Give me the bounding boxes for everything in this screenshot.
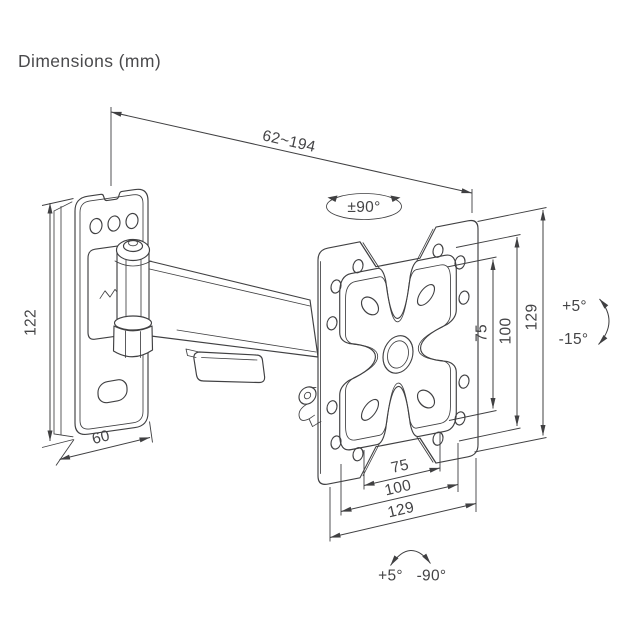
hinge-washer	[114, 260, 152, 267]
vesa-corner-holes	[326, 243, 470, 462]
vesa-outline	[317, 219, 479, 485]
dim-label-wall-height: 122	[23, 309, 40, 336]
dim-label-vesa-v-100: 100	[498, 318, 515, 345]
x-plate-outer	[340, 253, 457, 452]
center-hole-outer	[382, 335, 414, 374]
wall-plate-side-edge	[53, 201, 74, 438]
dim-vesa-vertical-129: 129	[474, 207, 547, 453]
dim-vesa-vertical-100: 100	[455, 234, 521, 442]
dim-label-wall-width: 60	[90, 427, 111, 448]
dim-label-vesa-h-75: 75	[389, 456, 410, 477]
dim-swivel: ±90°	[326, 193, 402, 220]
arm-bottom-bevel	[176, 329, 317, 353]
dim-vesa-horizontal-75: 75	[363, 432, 441, 490]
wall-plate-cover	[79, 194, 144, 430]
hex-nut-facets	[125, 330, 141, 358]
latch-drawing	[298, 386, 322, 428]
x-plate-inner	[346, 263, 451, 442]
dim-label-vesa-v-75: 75	[474, 324, 491, 342]
wall-plate-slot	[97, 379, 128, 404]
hinge-dome-tip	[128, 239, 138, 247]
dim-arm-length: 62~194	[110, 107, 473, 213]
cable-clip	[193, 351, 266, 384]
swivel-arrow-right	[390, 195, 401, 202]
hex-nut	[112, 325, 154, 358]
dim-vesa-horizontal-129: 129	[329, 458, 477, 542]
arm-drawing	[134, 258, 319, 384]
dim-label-tilt-up: +5°	[562, 298, 587, 315]
dim-label-tilt-down: -15°	[559, 331, 589, 348]
nut-washer	[113, 315, 153, 331]
dim-rotation: +5° -90°	[378, 550, 447, 585]
page-title: Dimensions (mm)	[18, 51, 161, 71]
dim-wall-width: 60	[55, 421, 153, 466]
dim-label-vesa-h-129: 129	[386, 499, 416, 522]
swivel-arrow-left	[327, 195, 338, 202]
wall-screw-hole	[107, 215, 121, 232]
cable-clip-inner	[201, 357, 258, 361]
dim-wall-height: 122	[23, 198, 74, 448]
dim-tilt: +5° -15°	[559, 298, 610, 348]
cable-clip-tab	[185, 348, 200, 358]
dim-label-rotation-down: -90°	[417, 568, 447, 585]
center-hole-inner	[387, 340, 409, 369]
vesa-x-plate	[340, 253, 457, 452]
dim-label-swivel: ±90°	[347, 199, 380, 216]
wall-screw-hole	[125, 212, 139, 230]
vesa-plate-drawing	[298, 219, 479, 485]
wall-screw-hole	[89, 217, 103, 235]
dim-vesa-vertical-75: 75	[446, 256, 497, 421]
arm-body	[134, 258, 319, 358]
hinge-drawing	[112, 238, 154, 358]
dim-label-rotation-up: +5°	[378, 568, 403, 585]
dim-label-vesa-v-129: 129	[524, 304, 541, 331]
dim-label-vesa-h-100: 100	[383, 477, 413, 500]
vesa-edge-accents	[320, 228, 434, 477]
arm-top-edge	[142, 267, 311, 307]
